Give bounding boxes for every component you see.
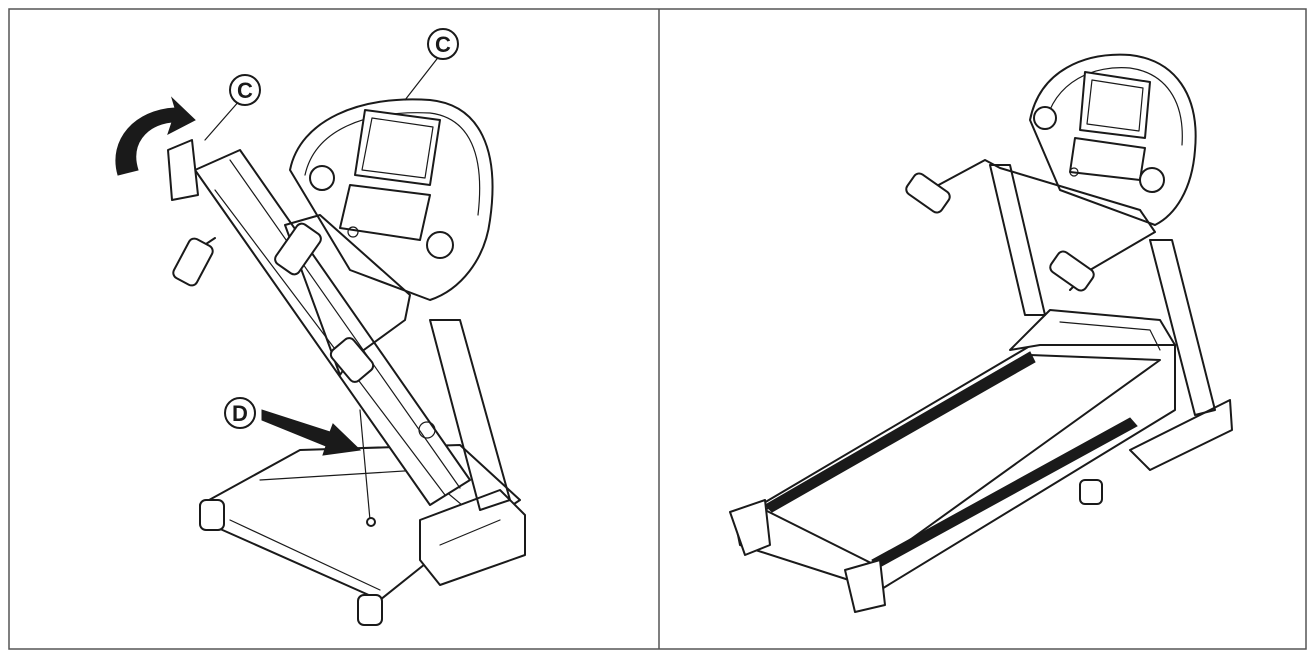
cup-holder-left [309,165,335,191]
rotate-arrow-icon [115,96,196,176]
folded-treadmill-drawing: C C D [115,28,526,626]
console-screen-right [1079,71,1151,139]
cup-holder-left-right [1033,106,1057,130]
callout-c-top [427,28,459,60]
handle-grip-right-right [1049,250,1095,292]
foot-left [199,499,225,531]
cup-holder-right-right [1139,167,1165,193]
handle-grip-left [172,237,214,287]
rear-foot [1079,479,1103,505]
base-right [1129,399,1233,471]
console-screen [354,109,441,186]
foot-front [357,594,383,626]
handle-grip-upper [274,222,322,276]
callout-d-label: D [232,401,248,426]
upright-right [1149,239,1216,416]
diagram-border [8,8,1307,650]
console-keypad [339,184,431,241]
side-rail-left [764,351,1036,513]
handle-grip-lower [329,337,375,383]
end-cap-left [729,499,771,556]
upright-left [989,164,1046,316]
callout-d [224,397,256,429]
cup-holder-right [426,231,454,259]
handle-end-left [167,139,199,201]
callout-c-top-label: C [435,32,451,57]
arrow-d-icon [261,409,362,456]
unfolded-treadmill-drawing [729,53,1233,613]
motor-housing [419,489,526,586]
handle-grip-left-right [905,172,951,214]
end-cap-right [844,559,886,613]
handlebar [284,214,411,376]
motor-hood [1009,309,1176,351]
callout-c-left [229,74,261,106]
upright-post [429,319,511,511]
folded-deck [194,149,471,506]
callout-c-left-label: C [237,78,253,103]
